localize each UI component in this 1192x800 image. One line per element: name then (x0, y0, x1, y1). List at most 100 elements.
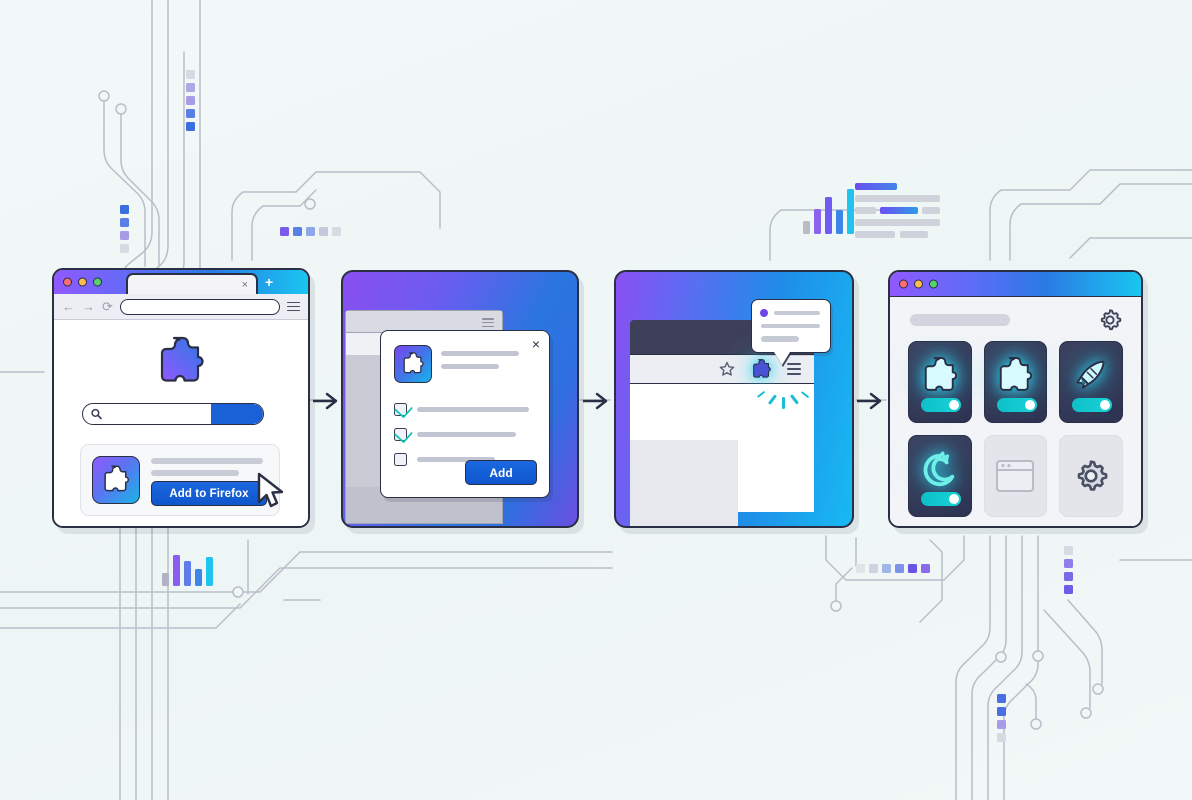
squares-mid-left (120, 205, 129, 253)
puzzle-piece-icon (1000, 357, 1033, 391)
close-traffic-light[interactable] (899, 279, 908, 289)
traffic-lights (63, 277, 102, 287)
puzzle-piece-icon (92, 456, 140, 504)
notification-line-1 (774, 311, 820, 316)
decorative-text-lines (855, 183, 940, 238)
puzzle-piece-icon (160, 336, 204, 382)
web-page-content (630, 384, 814, 526)
permission-checkbox[interactable] (394, 453, 407, 466)
back-icon[interactable]: ← (62, 299, 75, 314)
gear-icon (1077, 460, 1108, 491)
search-icon (91, 408, 102, 420)
permission-label-placeholder (417, 407, 529, 412)
puzzle-piece-icon (394, 345, 432, 383)
bar (814, 208, 821, 234)
squares-right-upper (1064, 546, 1073, 594)
installed-notification-popup[interactable] (751, 299, 831, 365)
search-input[interactable] (82, 403, 264, 425)
firefox-icon (923, 451, 955, 487)
puzzle-piece-icon (924, 357, 957, 391)
new-tab-icon[interactable]: + (265, 274, 274, 290)
notification-line-3 (761, 336, 799, 342)
status-badge (760, 309, 768, 317)
bar (173, 554, 180, 586)
panel-extensions-manager (888, 270, 1143, 528)
permission-row-1[interactable] (394, 403, 529, 416)
permissions-dialog: × Add (380, 330, 550, 498)
url-input[interactable] (119, 298, 280, 315)
extension-toolbar-button[interactable] (749, 357, 773, 381)
mini-bar-chart-bottom-left (162, 552, 213, 586)
add-button[interactable]: Add (465, 460, 537, 485)
card-title-placeholder (151, 458, 263, 464)
puzzle-piece-icon (752, 358, 771, 378)
add-to-firefox-button[interactable]: Add to Firefox (151, 481, 267, 506)
reload-icon[interactable]: ⟳ (102, 299, 113, 314)
extension-tile[interactable] (1059, 435, 1123, 517)
squares-top-left (186, 70, 195, 131)
hamburger-icon[interactable] (287, 301, 300, 312)
page-content-block (630, 440, 738, 526)
bar (184, 561, 191, 586)
panel-permissions-dialog: × Add (341, 270, 579, 528)
permission-row-3[interactable] (394, 453, 495, 466)
close-icon[interactable]: × (531, 336, 540, 352)
traffic-lights (899, 279, 938, 289)
bar (836, 210, 843, 234)
extension-tile[interactable] (1059, 341, 1123, 423)
minimize-traffic-light[interactable] (914, 279, 923, 289)
star-icon[interactable] (719, 361, 735, 377)
dialog-subtitle-placeholder (441, 364, 499, 369)
panel1-titlebar: × + (54, 270, 308, 294)
hamburger-icon[interactable] (787, 363, 801, 375)
permission-row-2[interactable] (394, 428, 516, 441)
extensions-grid (908, 341, 1123, 517)
panel4-titlebar (890, 272, 1141, 296)
tab-close-icon[interactable]: × (241, 279, 248, 291)
extension-toggle[interactable] (921, 398, 961, 412)
arrow-1-to-2 (313, 392, 338, 410)
card-subtitle-placeholder (151, 470, 239, 476)
hamburger-icon (482, 318, 494, 328)
sparkle-icon (782, 397, 785, 409)
panel1-navbar: ← → ⟳ (54, 294, 308, 320)
extension-toggle[interactable] (996, 398, 1037, 412)
permission-checkbox[interactable] (394, 428, 407, 441)
bar (847, 189, 854, 234)
maximize-traffic-light[interactable] (929, 279, 938, 289)
gear-icon[interactable] (1097, 307, 1123, 333)
permission-label-placeholder (417, 457, 495, 462)
browser-tab[interactable]: × (126, 273, 258, 294)
forward-icon[interactable]: → (82, 299, 95, 314)
extension-toggle[interactable] (1072, 398, 1113, 412)
extension-toggle[interactable] (921, 492, 961, 506)
extension-tile[interactable] (908, 341, 972, 423)
extension-result-card[interactable]: Add to Firefox (80, 444, 280, 516)
bar (803, 220, 810, 234)
mini-bar-chart-top-right (803, 186, 854, 234)
mouse-pointer-icon (257, 472, 284, 508)
notification-line-2 (761, 324, 820, 329)
arrow-2-to-3 (583, 392, 608, 410)
window-icon (996, 460, 1035, 492)
squares-top-mid (280, 227, 341, 236)
bubble-tail (774, 352, 790, 365)
squares-bottom-mid (856, 564, 930, 573)
extension-tile[interactable] (983, 341, 1048, 423)
extension-tile[interactable] (983, 435, 1048, 517)
rocket-icon (1076, 360, 1105, 389)
panel-installed-notification (614, 270, 854, 528)
search-submit-button[interactable] (211, 404, 263, 424)
maximize-traffic-light[interactable] (93, 277, 102, 287)
permission-label-placeholder (417, 432, 516, 437)
bar (825, 196, 832, 234)
minimize-traffic-light[interactable] (78, 277, 87, 287)
extension-tile[interactable] (908, 435, 972, 517)
extensions-manager-body (890, 296, 1141, 526)
bar (162, 572, 169, 586)
search-input[interactable] (910, 314, 1010, 326)
close-traffic-light[interactable] (63, 277, 72, 287)
bar (195, 569, 202, 586)
permission-checkbox[interactable] (394, 403, 407, 416)
